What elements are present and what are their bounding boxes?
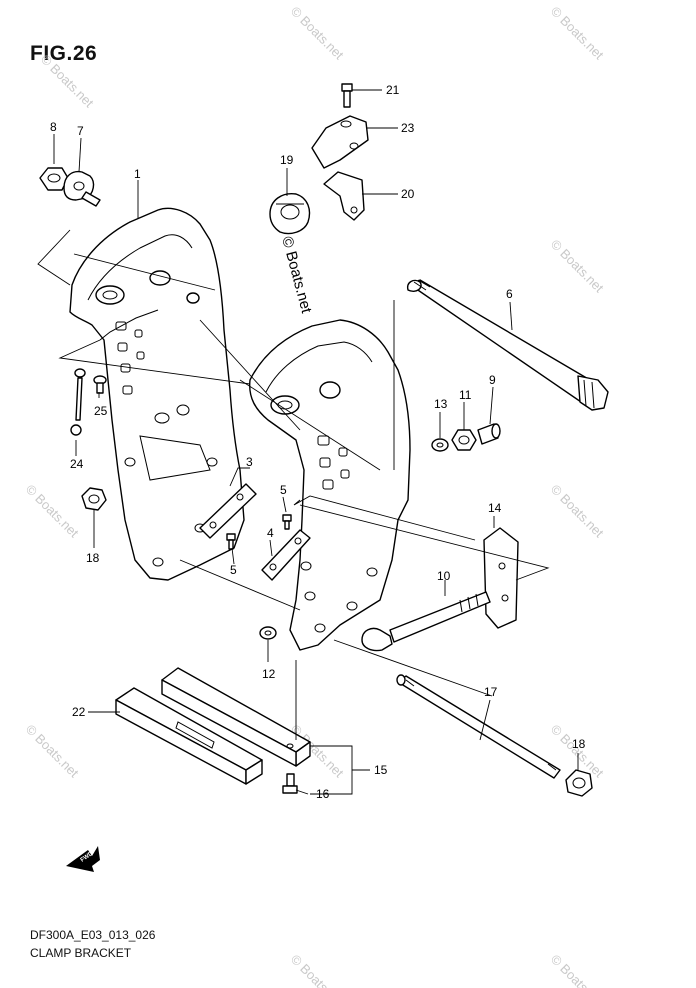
diagram-caption: CLAMP BRACKET [30, 946, 132, 960]
nut-part-18-left [81, 487, 107, 511]
callout-22: 22 [72, 705, 86, 719]
anode-part-15-upper [161, 667, 311, 767]
plate-part-3 [199, 483, 257, 539]
anode-part-22 [115, 687, 263, 785]
ground-wire-part-24 [70, 368, 86, 436]
callout-12: 12 [262, 667, 276, 681]
callout-layer: 8 7 1 19 21 23 20 6 9 11 13 25 24 3 5 4 … [50, 83, 586, 801]
screw-part-5-upper [282, 514, 292, 530]
callout-8: 8 [50, 120, 57, 134]
plate-part-20 [323, 171, 365, 221]
callout-13: 13 [434, 397, 448, 411]
bracket-part-23 [311, 115, 369, 169]
clamp-bracket-right [249, 319, 411, 651]
watermark: © Boats.net [288, 4, 347, 63]
rod-part-17 [396, 674, 561, 779]
drawing-code: DF300A_E03_013_026 [30, 928, 156, 942]
watermark: © Boats.net [548, 237, 607, 296]
callout-15: 15 [374, 763, 388, 777]
callout-14: 14 [488, 501, 502, 515]
bolt-part-10 [361, 591, 491, 652]
watermark: © Boats.net [23, 482, 82, 541]
nut-part-18-right [565, 769, 593, 797]
callout-24: 24 [70, 457, 84, 471]
callout-10: 10 [437, 569, 451, 583]
watermark: © Boats.net [288, 952, 347, 988]
bushing-part-9 [477, 423, 501, 445]
center-watermark: © Boats.net [278, 235, 315, 316]
callout-16: 16 [316, 787, 330, 801]
callout-1: 1 [134, 167, 141, 181]
callout-3: 3 [246, 455, 253, 469]
callout-19: 19 [280, 153, 294, 167]
watermark: © Boats.net [38, 52, 97, 111]
bolt-part-21 [341, 83, 353, 108]
callout-9: 9 [489, 373, 496, 387]
watermark: © Boats.net [548, 4, 607, 63]
grommet-part-19 [269, 193, 311, 235]
callout-18-right: 18 [572, 737, 586, 751]
callout-17: 17 [484, 685, 498, 699]
washer-part-13 [431, 438, 449, 452]
leader-lines [37, 89, 579, 795]
callout-25: 25 [94, 404, 108, 418]
callout-5-upper: 5 [280, 483, 287, 497]
callout-4: 4 [267, 526, 274, 540]
callout-23: 23 [401, 121, 415, 135]
figure-title: FIG.26 [30, 42, 98, 65]
callout-11: 11 [459, 388, 472, 402]
watermark: © Boats.net [548, 482, 607, 541]
screw-part-16 [282, 773, 298, 794]
watermark: © Boats.net [548, 952, 607, 988]
callout-20: 20 [401, 187, 415, 201]
callout-18-left: 18 [86, 551, 100, 565]
watermark: © Boats.net [23, 722, 82, 781]
callout-6: 6 [506, 287, 513, 301]
screw-part-25 [93, 375, 107, 394]
plate-part-7 [63, 170, 101, 207]
callout-21: 21 [386, 83, 400, 97]
plate-part-14 [483, 527, 519, 629]
plate-part-4 [261, 529, 311, 581]
screw-part-5-lower [226, 533, 236, 550]
nut-part-11 [451, 429, 477, 451]
fwd-arrow-icon: FWD [66, 846, 100, 872]
tilt-tube-part-6 [406, 279, 609, 411]
callout-5-lower: 5 [230, 563, 237, 577]
washer-part-12 [259, 626, 277, 640]
callout-7: 7 [77, 124, 84, 138]
